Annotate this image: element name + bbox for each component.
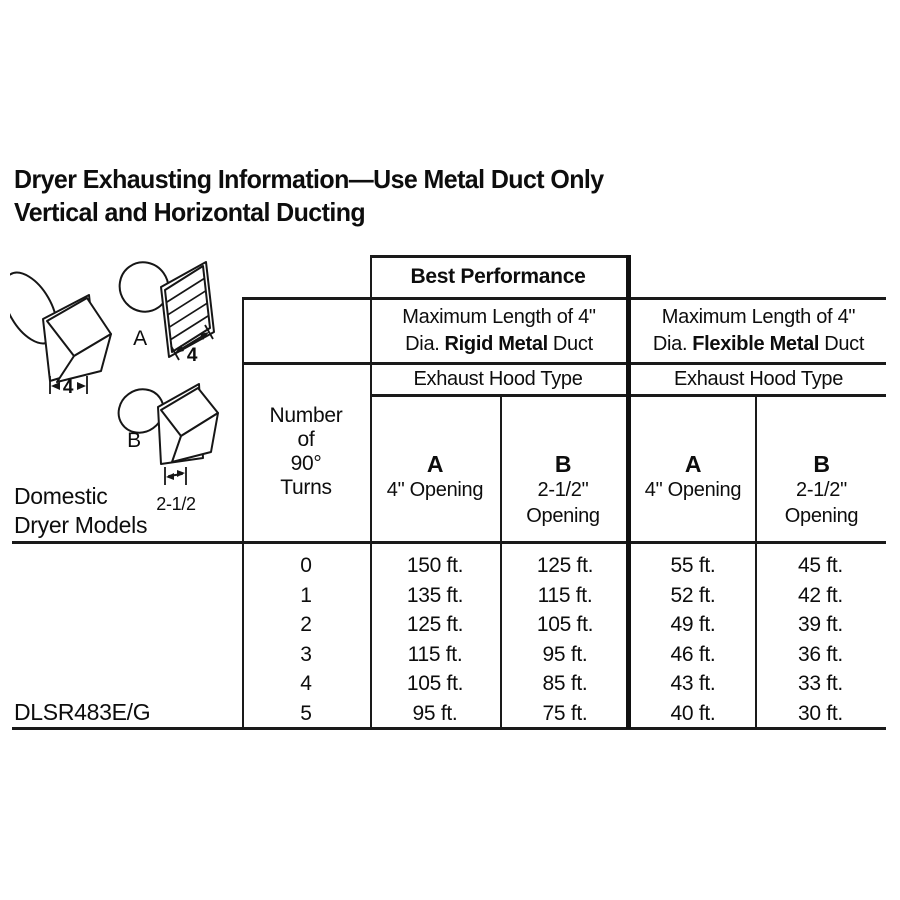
grid-line (242, 297, 886, 300)
table-row: 1 135 ft. 115 ft. 52 ft. 42 ft. (242, 581, 886, 611)
rigid-b-cell: 105 ft. (536, 613, 594, 636)
flex-b-cell: 39 ft. (798, 613, 843, 636)
rigid-b-cell: 125 ft. (536, 554, 594, 577)
duct-length-table-body: 0 150 ft. 125 ft. 55 ft. 45 ft. 1 135 ft… (242, 551, 886, 728)
rigid-a-cell: 125 ft. (406, 613, 464, 636)
table-row: 3 115 ft. 95 ft. 46 ft. 36 ft. (242, 640, 886, 670)
grid-line (242, 362, 886, 365)
rigid-b-cell: 75 ft. (542, 701, 588, 725)
table-row: 5 95 ft. 75 ft. 40 ft. 30 ft. (242, 699, 886, 729)
rigid-b-cell: 95 ft. (542, 642, 588, 666)
grid-line (755, 396, 757, 729)
table-row: 0 150 ft. 125 ft. 55 ft. 45 ft. (242, 551, 886, 581)
turns-cell: 0 (300, 554, 312, 577)
flex-a-cell: 46 ft. (670, 642, 716, 666)
turns-cell: 2 (300, 613, 312, 636)
grid-line (500, 396, 502, 729)
best-performance-header: Best Performance (410, 265, 586, 288)
page-title: Dryer Exhausting Information—Use Metal D… (14, 163, 604, 229)
flexible-duct-header-line1: Maximum Length of 4" (661, 305, 856, 328)
flexible-col-b-header: B 2-1/2" Opening (784, 451, 859, 528)
vent-a-label: A (133, 327, 147, 350)
rigid-a-cell: 135 ft. (406, 583, 464, 607)
title-line-1: Dryer Exhausting Information—Use Metal D… (14, 164, 604, 194)
table-row: 2 125 ft. 105 ft. 49 ft. 39 ft. (242, 610, 886, 640)
grid-line (242, 299, 244, 729)
domestic-dryer-models-label: Domestic Dryer Models (14, 483, 148, 538)
flexible-hood-type-header: Exhaust Hood Type (673, 368, 844, 390)
flex-b-cell: 36 ft. (798, 642, 843, 666)
wall-cap-drawing: 4 (10, 271, 112, 398)
grid-line (370, 255, 372, 729)
vent-b-label: B (127, 429, 141, 452)
rigid-b-cell: 85 ft. (542, 672, 588, 695)
turns-cell: 1 (300, 583, 312, 607)
turns-column-header: Number of 90° Turns (269, 404, 343, 499)
vent-a-dimension: 4 (187, 345, 198, 366)
turns-cell: 4 (300, 672, 312, 695)
flexible-col-a-header: A 4" Opening (644, 451, 742, 502)
flex-b-cell: 30 ft. (798, 701, 843, 725)
duct-hoods-illustration: 4 A 4 B (10, 261, 219, 514)
wall-cap-dimension: 4 (63, 377, 74, 398)
rigid-duct-header-line1: Maximum Length of 4" (402, 305, 596, 328)
rigid-col-b-header: B 2-1/2" Opening (526, 451, 600, 528)
rigid-a-cell: 115 ft. (407, 642, 463, 666)
rigid-a-cell: 105 ft. (406, 672, 464, 695)
flex-a-cell: 52 ft. (670, 583, 716, 607)
grid-line (12, 541, 886, 544)
flex-b-cell: 33 ft. (798, 672, 843, 695)
rigid-a-cell: 150 ft. (406, 554, 464, 577)
flex-a-cell: 55 ft. (670, 554, 716, 577)
turns-cell: 3 (300, 642, 312, 666)
rigid-hood-type-header: Exhaust Hood Type (413, 368, 583, 390)
rigid-col-a-header: A 4" Opening (386, 451, 484, 502)
flex-b-cell: 42 ft. (798, 583, 843, 607)
grid-line-thick-divider (626, 255, 631, 729)
rigid-b-cell: 115 ft. (537, 583, 593, 607)
turns-cell: 5 (300, 701, 312, 725)
vent-b-drawing: B 2-1/2 (117, 383, 219, 514)
flex-b-cell: 45 ft. (798, 554, 843, 577)
vent-b-dimension: 2-1/2 (156, 494, 196, 514)
table-row: 4 105 ft. 85 ft. 43 ft. 33 ft. (242, 669, 886, 699)
vent-a-drawing: A 4 (118, 261, 215, 366)
grid-line (370, 255, 631, 258)
grid-line (12, 727, 886, 730)
model-number: DLSR483E/G (14, 699, 151, 725)
flex-a-cell: 49 ft. (670, 613, 716, 636)
flex-a-cell: 40 ft. (670, 701, 716, 725)
flex-a-cell: 43 ft. (670, 672, 716, 695)
rigid-a-cell: 95 ft. (412, 701, 458, 725)
title-line-2: Vertical and Horizontal Ducting (14, 197, 366, 227)
